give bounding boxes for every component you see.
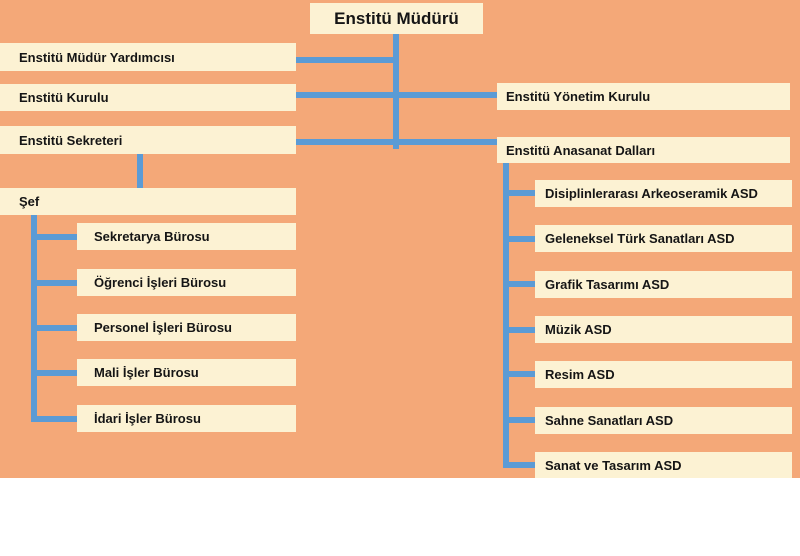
node-muzik-asd: Müzik ASD	[535, 316, 792, 343]
node-enstitu-yonetim-kurulu: Enstitü Yönetim Kurulu	[497, 83, 790, 110]
connector-sef-tree-vertical	[31, 215, 37, 422]
connector-anasanat-branch-5	[503, 371, 535, 377]
node-disiplinlerarasi-arkeoseramik-asd: Disiplinlerarası Arkeoseramik ASD	[535, 180, 792, 207]
node-enstitu-muduru: Enstitü Müdürü	[310, 3, 483, 34]
node-sanat-ve-tasarim-asd: Sanat ve Tasarım ASD	[535, 452, 792, 478]
node-geleneksel-turk-sanatlari-asd: Geleneksel Türk Sanatları ASD	[535, 225, 792, 252]
connector-h-mudur-yardimcisi	[296, 57, 399, 63]
connector-h-sekreter-anasanat	[296, 139, 497, 145]
connector-anasanat-tree-vertical	[503, 163, 509, 468]
connector-anasanat-branch-7	[503, 462, 535, 468]
connector-sekreter-sef	[137, 154, 143, 188]
node-enstitu-sekreteri: Enstitü Sekreteri	[0, 126, 296, 154]
connector-anasanat-branch-2	[503, 236, 535, 242]
connector-anasanat-branch-6	[503, 417, 535, 423]
node-resim-asd: Resim ASD	[535, 361, 792, 388]
connector-sef-branch-5	[31, 416, 77, 422]
connector-sef-branch-1	[31, 234, 77, 240]
connector-h-kurullar	[296, 92, 497, 98]
connector-anasanat-branch-1	[503, 190, 535, 196]
node-personel-isleri-burosu: Personel İşleri Bürosu	[77, 314, 296, 341]
node-mali-isler-burosu: Mali İşler Bürosu	[77, 359, 296, 386]
node-grafik-tasarimi-asd: Grafik Tasarımı ASD	[535, 271, 792, 298]
connector-sef-branch-2	[31, 280, 77, 286]
connector-anasanat-branch-4	[503, 327, 535, 333]
node-enstitu-kurulu: Enstitü Kurulu	[0, 84, 296, 111]
connector-anasanat-branch-3	[503, 281, 535, 287]
connector-sef-branch-3	[31, 325, 77, 331]
node-sef: Şef	[0, 188, 296, 215]
node-enstitu-mudur-yardimcisi: Enstitü Müdür Yardımcısı	[0, 43, 296, 71]
node-idari-isler-burosu: İdari İşler Bürosu	[77, 405, 296, 432]
node-enstitu-anasanat-dallari: Enstitü Anasanat Dalları	[497, 137, 790, 163]
connector-sef-branch-4	[31, 370, 77, 376]
node-sekretarya-burosu: Sekretarya Bürosu	[77, 223, 296, 250]
node-ogrenci-isleri-burosu: Öğrenci İşleri Bürosu	[77, 269, 296, 296]
connector-root-vertical	[393, 33, 399, 149]
node-sahne-sanatlari-asd: Sahne Sanatları ASD	[535, 407, 792, 434]
